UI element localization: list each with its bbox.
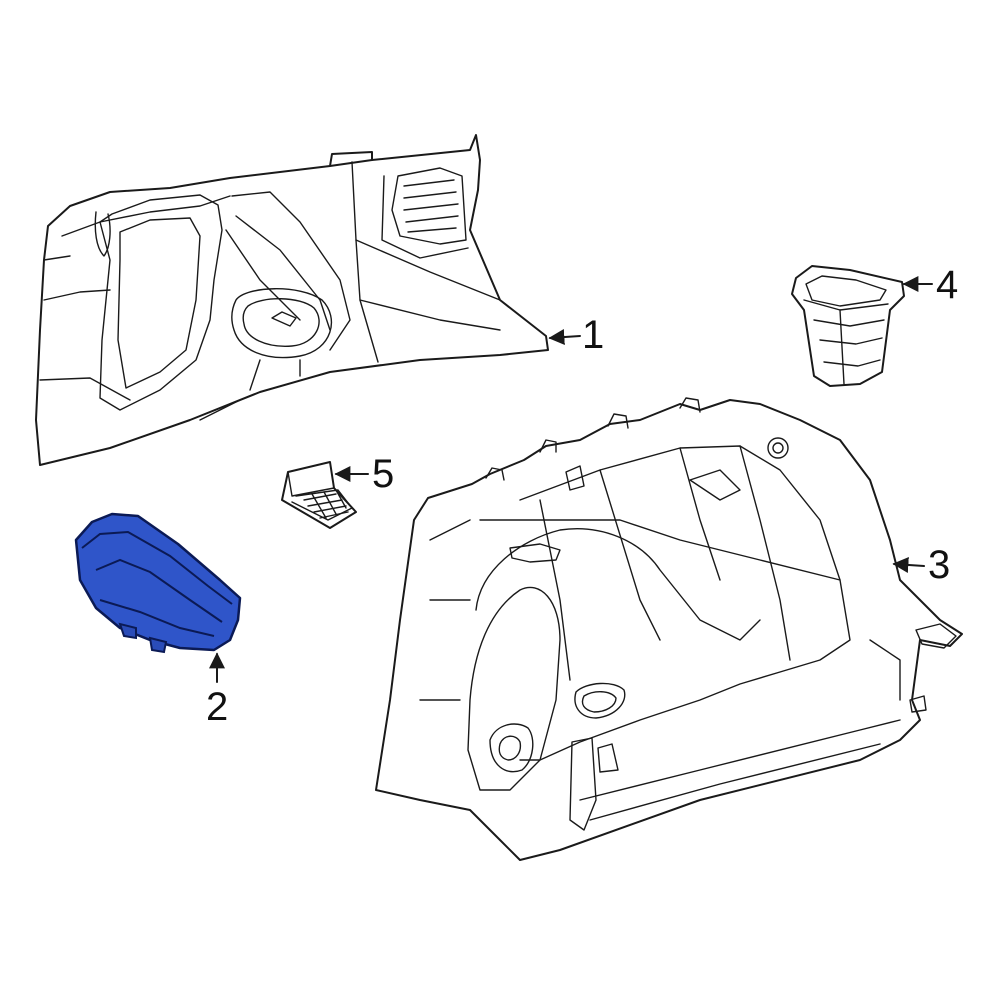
callout-label-5: 5 xyxy=(372,452,394,496)
part-5-clip[interactable] xyxy=(281,461,357,529)
part-1-quarter-trim-panel[interactable] xyxy=(35,134,549,466)
leader-1 xyxy=(548,329,581,346)
leader-3 xyxy=(892,556,925,573)
callout-label-3: 3 xyxy=(928,543,950,587)
part-2-body xyxy=(74,512,242,652)
callout-label-1: 1 xyxy=(582,313,604,357)
callout-label-4: 4 xyxy=(936,263,958,307)
part-4-cup-holder-insert[interactable] xyxy=(791,265,905,387)
callout-label-2: 2 xyxy=(206,685,228,729)
part-3-lower-trim-panel[interactable] xyxy=(375,397,963,861)
part-2-cover[interactable] xyxy=(74,512,242,654)
